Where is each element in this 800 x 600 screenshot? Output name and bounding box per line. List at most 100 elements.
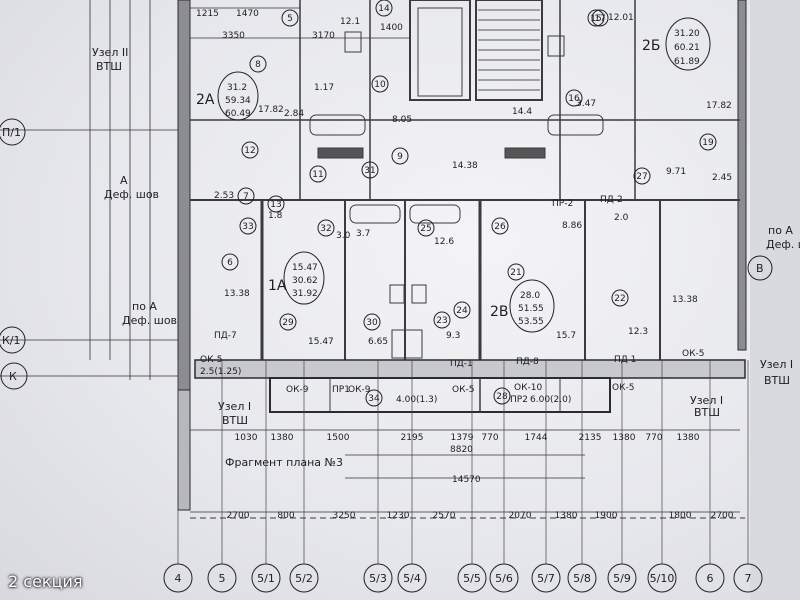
def-a-right: Деф. шов: [766, 238, 800, 251]
dimension: 14570: [452, 475, 481, 485]
room-number-circle: [281, 9, 299, 27]
apartment-total-area: 59.34: [225, 96, 251, 106]
room-number: 19: [702, 138, 714, 148]
room-number-circle: [371, 75, 389, 93]
node-callouts: Узел II ВТШ Узел I ВТШ Узел I ВТШ Узел I…: [92, 46, 793, 427]
def-a-top: Деф. шов: [104, 188, 159, 201]
room-area: 3.47: [576, 99, 596, 109]
room-number: 22: [614, 294, 625, 304]
axis-label: 5/4: [403, 572, 421, 585]
apartment-living-area: 15.47: [292, 263, 318, 273]
room-number-circle: [237, 187, 255, 205]
apartment-1a: 1А 15.47 30.62 31.92: [268, 251, 325, 305]
room-number: 11: [312, 170, 323, 180]
dimension: 1380: [613, 433, 636, 443]
room-number: 24: [456, 306, 468, 316]
room-areas: 12.1 1.17 8.05 14.4 3.47 17.82 17.82 2.8…: [214, 13, 732, 347]
room-area: 17.82: [706, 101, 732, 111]
room-number: 14: [378, 4, 390, 14]
apartment-code: 2В: [490, 304, 509, 320]
node2-top-label: Узел II: [92, 46, 128, 59]
room-number-circle: [241, 141, 259, 159]
axis-label: 5/9: [613, 572, 631, 585]
window-mark: ОК-5: [682, 349, 704, 359]
dimension: 1380: [271, 433, 294, 443]
room-area: 3.7: [356, 229, 370, 239]
dimension-row-2: 8820: [450, 445, 473, 455]
room-number-circle: [375, 0, 393, 17]
room-area: 12.1: [340, 17, 360, 27]
dimension: 1380: [677, 433, 700, 443]
node1-right-bottom-label: ВТШ: [694, 406, 720, 419]
apartment-total-area: 60.21: [674, 43, 700, 53]
axis-label: П/1: [2, 126, 21, 139]
axis-label: 5/3: [369, 572, 387, 585]
walls: [177, 0, 747, 519]
room-number-circle: [591, 9, 609, 27]
room-number-circle: [249, 55, 267, 73]
window-mark: ОК-10: [514, 383, 542, 393]
dimension: 1400: [380, 23, 403, 33]
dimension: 1800: [669, 511, 692, 521]
room-number: 29: [282, 318, 294, 328]
room-number: 32: [320, 224, 331, 234]
room-number-circle: [309, 165, 327, 183]
apartment-living-area: 28.0: [520, 291, 540, 301]
room-area: 13.38: [224, 289, 250, 299]
axis-bubble: [207, 563, 237, 593]
axis-bubble: [567, 563, 597, 593]
axis-label: 5/7: [537, 572, 555, 585]
axis-bubble: [289, 563, 319, 593]
apartment-living-area: 31.2: [227, 83, 247, 93]
axis-label: 5/5: [463, 572, 481, 585]
room-number: 25: [420, 224, 431, 234]
room-number: 7: [243, 192, 249, 202]
dimension: 1215: [196, 9, 219, 19]
apartment-total-area: 51.55: [518, 304, 544, 314]
photo-caption: 2 секция: [8, 572, 83, 591]
apartment-full-area: 31.92: [292, 289, 318, 299]
paper-shadow: [750, 0, 800, 600]
room-number: 5: [287, 14, 293, 24]
room-number: 28: [496, 392, 508, 402]
dimension: 3170: [312, 31, 335, 41]
apartment-code: 1А: [268, 278, 287, 294]
window-door-marks: ОК-5 ОК-9 ОК-9 ОК-5 ОК-10 ОК-5 ОК-5 ПД-1…: [200, 195, 704, 405]
dimension: 2570: [433, 511, 456, 521]
node1-left-top-label: Узел I: [218, 400, 251, 413]
window-mark: ПД-1: [450, 359, 473, 369]
dimension: 1500: [327, 433, 350, 443]
dimension: 800: [277, 511, 294, 521]
dimension: 770: [481, 433, 498, 443]
window-mark: ОК-5: [612, 383, 634, 393]
room-number-circle: [491, 217, 509, 235]
apartment-total-area: 30.62: [292, 276, 318, 286]
room-area: 2.0: [614, 213, 629, 223]
dimension: 1470: [236, 9, 259, 19]
expansion-joint-notes: А Деф. шов по А Деф. шов по А Деф. шов: [104, 174, 800, 327]
room-area: 15.7: [556, 331, 576, 341]
room-area: 2.45: [712, 173, 732, 183]
window-mark: ПР2: [510, 395, 528, 405]
room-area: 14.4: [512, 107, 532, 117]
axis-label: 5/6: [495, 572, 513, 585]
dimension: 2070: [509, 511, 532, 521]
room-number-circle: [221, 253, 239, 271]
axis-label: В: [756, 262, 764, 275]
axis-label: 5/2: [295, 572, 313, 585]
node1-right-top-label: Узел I: [690, 394, 723, 407]
apartment-2a: 2А 31.2 59.34 60.49: [196, 71, 259, 121]
room-number-circle: [453, 301, 471, 319]
axis-label: К: [9, 370, 17, 383]
apartment-living-area: 31.20: [674, 29, 700, 39]
dimension: 2195: [401, 433, 424, 443]
room-area: 2.84: [284, 109, 304, 119]
room-area: 8.05: [392, 115, 412, 125]
window-mark: ПД-8: [516, 357, 539, 367]
window-mark: ПД 1: [614, 355, 636, 365]
